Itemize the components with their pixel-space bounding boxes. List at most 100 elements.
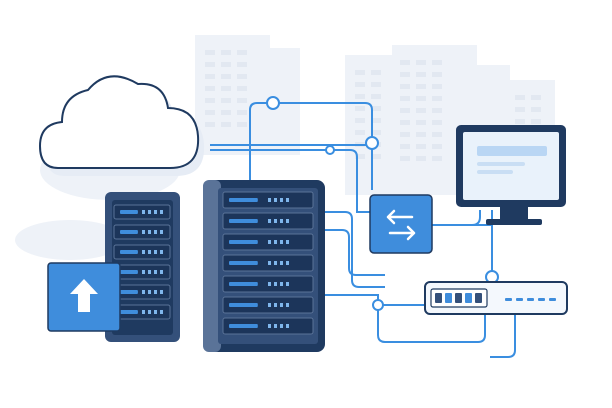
server-unit-led bbox=[154, 270, 157, 274]
building-window bbox=[531, 107, 541, 112]
server-unit-led bbox=[274, 219, 277, 223]
building-window bbox=[416, 120, 426, 125]
network-cables bbox=[210, 102, 516, 358]
router-indicator bbox=[527, 298, 534, 301]
server-unit-led bbox=[148, 270, 151, 274]
server-unit-led bbox=[268, 303, 271, 307]
router-indicator bbox=[505, 298, 512, 301]
building-window bbox=[531, 119, 541, 124]
server-unit-led bbox=[274, 198, 277, 202]
building-window bbox=[400, 60, 410, 65]
building-window bbox=[432, 144, 442, 149]
upload-card bbox=[47, 262, 121, 332]
server-unit-led bbox=[274, 303, 277, 307]
building-window bbox=[400, 156, 410, 161]
building-window bbox=[237, 50, 247, 55]
building-window bbox=[416, 156, 426, 161]
building-window bbox=[205, 74, 215, 79]
building-window bbox=[515, 119, 525, 124]
server-unit-bar bbox=[229, 261, 258, 265]
network-switch bbox=[369, 194, 433, 254]
router-port bbox=[445, 293, 452, 303]
building-window bbox=[371, 70, 381, 75]
server-unit-bar bbox=[229, 303, 258, 307]
building-window bbox=[237, 98, 247, 103]
upload-arrow-icon bbox=[70, 279, 98, 312]
building-window bbox=[416, 144, 426, 149]
building-window bbox=[400, 96, 410, 101]
server-unit-led bbox=[154, 210, 157, 214]
building-window bbox=[432, 120, 442, 125]
building-window bbox=[355, 70, 365, 75]
server-rack-left bbox=[105, 192, 180, 342]
building-window bbox=[400, 72, 410, 77]
building-window bbox=[355, 118, 365, 123]
server-unit-led bbox=[286, 240, 289, 244]
building-window bbox=[221, 86, 231, 91]
server-unit-led bbox=[142, 270, 145, 274]
server-unit-led bbox=[154, 310, 157, 314]
building-window bbox=[371, 130, 381, 135]
server-unit-led bbox=[286, 219, 289, 223]
building-window bbox=[205, 50, 215, 55]
building-window bbox=[221, 122, 231, 127]
server-unit-led bbox=[280, 240, 283, 244]
building-window bbox=[515, 95, 525, 100]
server-unit-led bbox=[280, 198, 283, 202]
server-unit-led bbox=[154, 250, 157, 254]
building-window bbox=[432, 96, 442, 101]
server-unit-bar bbox=[120, 310, 138, 314]
building-window bbox=[221, 74, 231, 79]
server-unit-led bbox=[280, 261, 283, 265]
building-window bbox=[432, 132, 442, 137]
router-port bbox=[465, 293, 472, 303]
server-unit-led bbox=[148, 230, 151, 234]
server-rack-right bbox=[203, 180, 325, 352]
building-window bbox=[432, 108, 442, 113]
server-unit-led bbox=[268, 198, 271, 202]
server-unit-bar bbox=[229, 282, 258, 286]
building-window bbox=[416, 132, 426, 137]
building-window bbox=[515, 107, 525, 112]
building-window bbox=[205, 98, 215, 103]
server-unit-led bbox=[286, 303, 289, 307]
building-window bbox=[416, 96, 426, 101]
building-window bbox=[355, 94, 365, 99]
building-window bbox=[221, 62, 231, 67]
server-unit-led bbox=[142, 230, 145, 234]
server-unit-bar bbox=[120, 290, 138, 294]
building-window bbox=[237, 110, 247, 115]
server-unit-led bbox=[160, 210, 163, 214]
building-window bbox=[416, 72, 426, 77]
building-window bbox=[371, 94, 381, 99]
building-window bbox=[400, 144, 410, 149]
server-unit-bar bbox=[229, 219, 258, 223]
building-window bbox=[416, 60, 426, 65]
server-unit-led bbox=[160, 270, 163, 274]
building-window bbox=[432, 72, 442, 77]
server-unit-led bbox=[286, 198, 289, 202]
building-window bbox=[237, 86, 247, 91]
building-window bbox=[221, 98, 231, 103]
building-window bbox=[205, 110, 215, 115]
server-unit-led bbox=[142, 290, 145, 294]
building-window bbox=[400, 132, 410, 137]
server-unit-bar bbox=[120, 230, 138, 234]
building-window bbox=[237, 62, 247, 67]
building-window bbox=[237, 122, 247, 127]
server-unit-led bbox=[268, 219, 271, 223]
server-unit-led bbox=[286, 324, 289, 328]
server-unit-led bbox=[142, 250, 145, 254]
monitor-icon bbox=[456, 125, 566, 225]
server-unit-led bbox=[274, 282, 277, 286]
server-unit-led bbox=[280, 219, 283, 223]
building-window bbox=[355, 82, 365, 87]
server-unit-led bbox=[274, 324, 277, 328]
server-unit-led bbox=[160, 310, 163, 314]
building-window bbox=[400, 84, 410, 89]
server-unit-led bbox=[268, 282, 271, 286]
server-unit-bar bbox=[120, 270, 138, 274]
building-window bbox=[416, 108, 426, 113]
building-window bbox=[432, 156, 442, 161]
building-window bbox=[221, 50, 231, 55]
